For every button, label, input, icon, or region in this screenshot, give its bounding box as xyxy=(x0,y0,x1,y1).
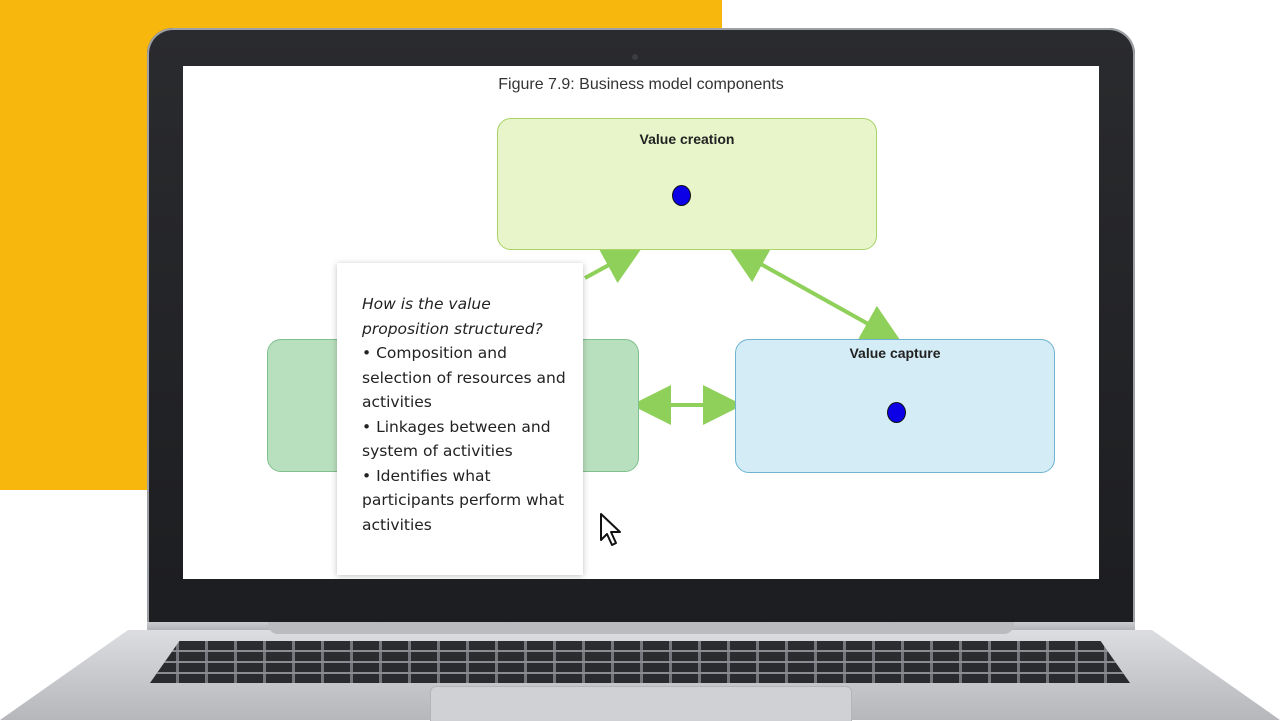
keyboard-rows xyxy=(150,641,1130,683)
popup-text: How is the value proposition structured?… xyxy=(362,292,567,537)
info-popup: How is the value proposition structured?… xyxy=(337,263,583,575)
mouse-pointer-icon xyxy=(600,513,621,546)
value-creation-box: Value creation xyxy=(497,118,877,250)
popup-question: How is the value proposition structured? xyxy=(362,295,543,338)
popup-item: • Composition and selection of resources… xyxy=(362,344,566,411)
value-creation-hotspot[interactable] xyxy=(672,185,691,206)
laptop-base-notch xyxy=(268,622,1014,634)
figure-title: Figure 7.9: Business model components xyxy=(498,76,784,93)
value-capture-box: Value capture xyxy=(735,339,1055,473)
arrow-proposition-to-creation xyxy=(584,246,644,284)
arrow-creation-to-capture xyxy=(727,245,902,343)
popup-item: • Identifies what participants perform w… xyxy=(362,466,565,534)
value-capture-label: Value capture xyxy=(849,345,941,361)
value-capture-hotspot[interactable] xyxy=(887,402,906,423)
trackpad xyxy=(430,686,852,721)
webcam-icon xyxy=(632,54,638,60)
value-creation-label: Value creation xyxy=(639,131,735,147)
popup-item: • Linkages between and system of activit… xyxy=(362,417,551,461)
laptop-screen: Figure 7.9: Business model components Va… xyxy=(183,66,1099,579)
